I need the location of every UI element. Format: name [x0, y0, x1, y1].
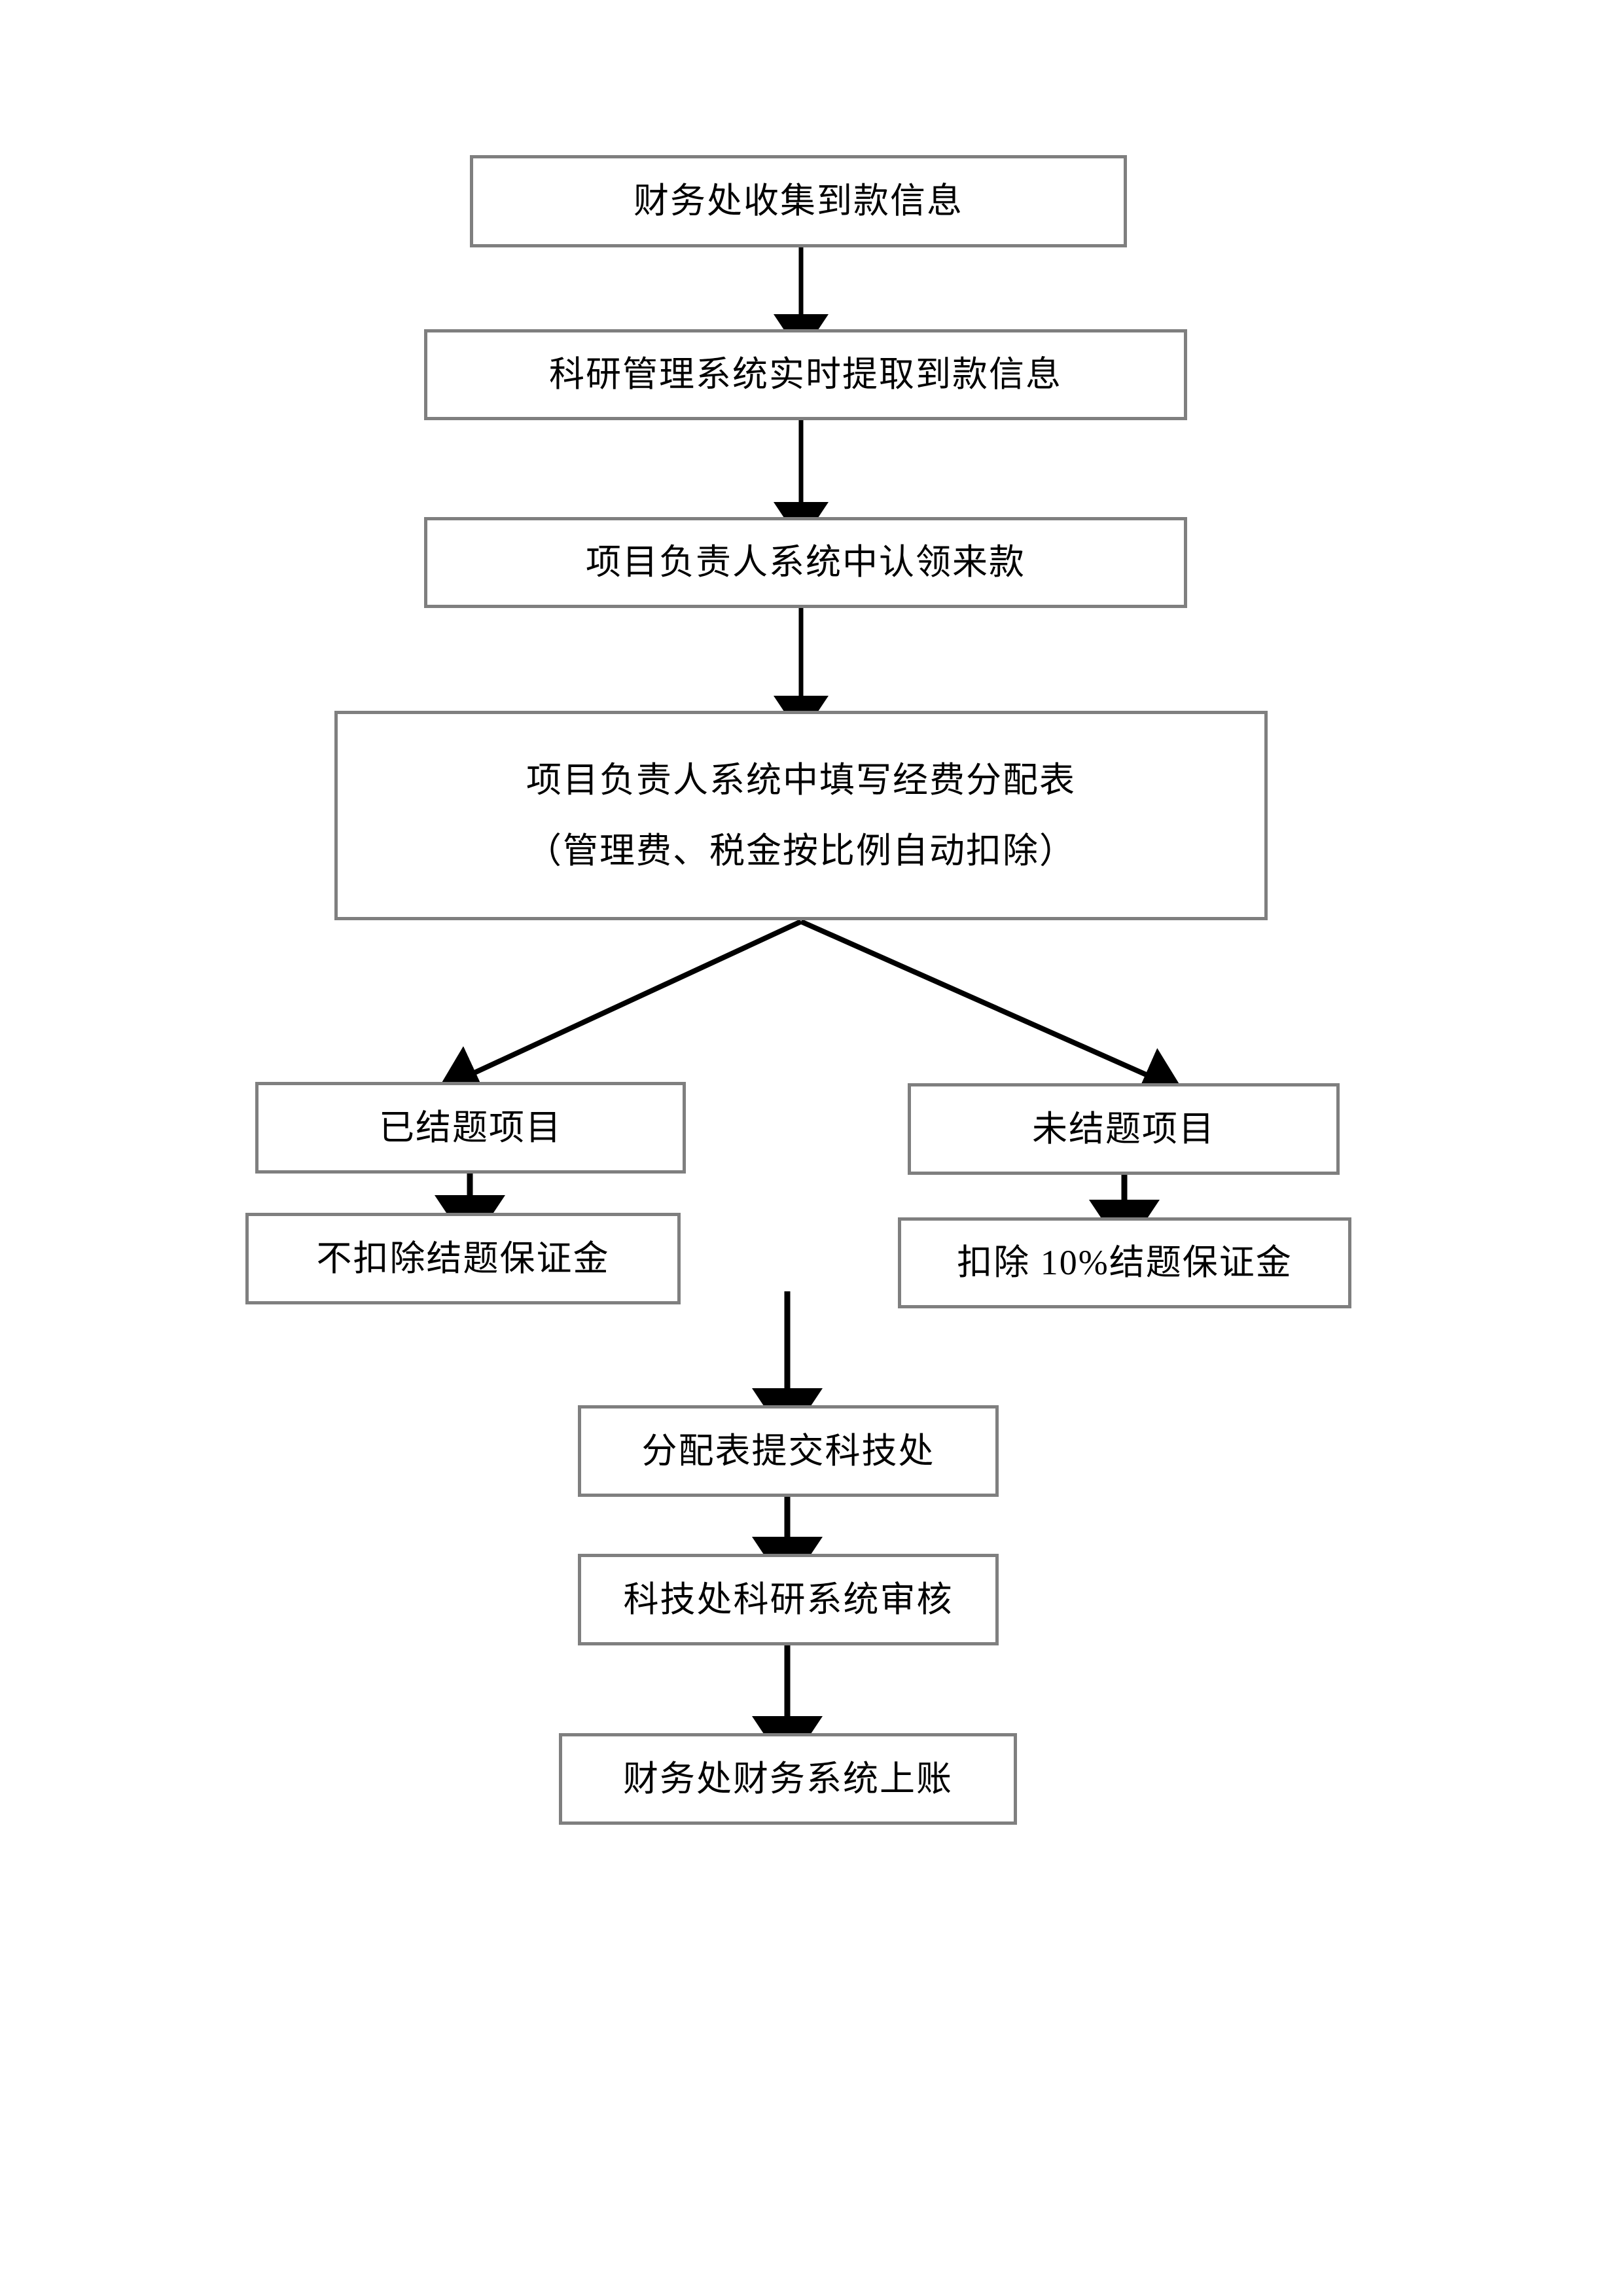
node-office-system-review[interactable]: 科技处科研系统审核: [578, 1554, 999, 1645]
node-label: 不扣除结题保证金: [316, 1238, 610, 1278]
node-label: 未结题项目: [1032, 1109, 1215, 1149]
node-pi-fill-allocation-table[interactable]: 项目负责人系统中填写经费分配表 （管理费、税金按比例自动扣除）: [334, 711, 1268, 920]
node-finance-system-post[interactable]: 财务处财务系统上账: [559, 1733, 1017, 1825]
node-pi-claim-payment[interactable]: 项目负责人系统中认领来款: [424, 517, 1187, 608]
node-submit-table-to-office[interactable]: 分配表提交科技处: [578, 1405, 999, 1497]
arrow-fill-table-to-ongoing: [800, 919, 1184, 1101]
node-label-line-2: （管理费、税金按比例自动扣除）: [526, 831, 1076, 870]
node-label: 财务处财务系统上账: [623, 1759, 953, 1799]
node-ongoing-project[interactable]: 未结题项目: [908, 1083, 1340, 1175]
node-deduct-10-percent-deposit[interactable]: 扣除 10%结题保证金: [898, 1217, 1351, 1308]
node-label: 科技处科研系统审核: [623, 1579, 954, 1619]
node-label: 财务处收集到款信息: [633, 181, 963, 221]
node-collect-payment-info[interactable]: 财务处收集到款信息: [470, 155, 1127, 247]
node-label-line-1: 项目负责人系统中填写经费分配表: [526, 760, 1076, 800]
node-no-deposit-deduction[interactable]: 不扣除结题保证金: [245, 1213, 681, 1304]
node-label: 分配表提交科技处: [641, 1431, 935, 1471]
node-label: 已结题项目: [379, 1107, 562, 1147]
node-system-extract-info[interactable]: 科研管理系统实时提取到款信息: [424, 329, 1187, 420]
node-completed-project[interactable]: 已结题项目: [255, 1082, 686, 1174]
node-label: 科研管理系统实时提取到款信息: [549, 355, 1062, 395]
arrow-fill-table-to-completed: [437, 919, 802, 1099]
node-label: 项目负责人系统中认领来款: [586, 543, 1026, 583]
node-label: 扣除 10%结题保证金: [957, 1243, 1293, 1283]
